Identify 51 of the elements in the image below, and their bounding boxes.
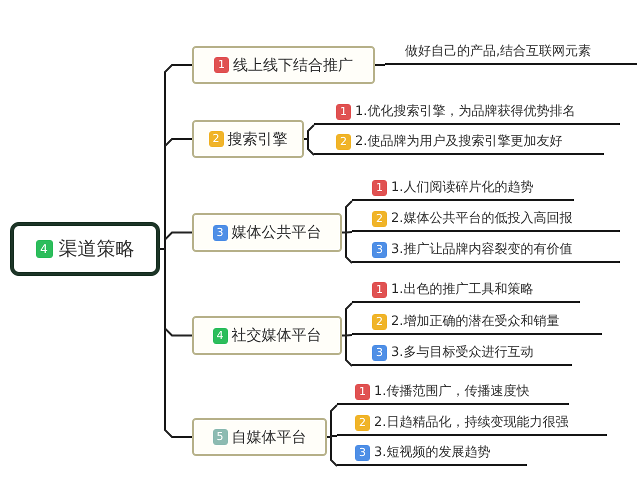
- topic-label: 渠道策略: [58, 237, 134, 262]
- number-badge: 3: [372, 345, 387, 361]
- topic-box: [192, 46, 375, 84]
- connector-line: [304, 124, 315, 140]
- topic-label: 3.多与目标受众进行互动: [391, 344, 534, 361]
- connector-line: [375, 64, 385, 66]
- topic-label: 2.日趋精品化，持续变现能力很强: [374, 414, 568, 431]
- number-badge: 4: [36, 240, 52, 258]
- topic-label: 3.推广让品牌内容裂变的有价值: [391, 241, 572, 258]
- topic-label: 1.出色的推广工具和策略: [391, 281, 534, 298]
- number-badge: 3: [355, 445, 370, 461]
- topic-label: 线上线下结合推广: [233, 56, 353, 74]
- topic-box: [192, 120, 304, 158]
- number-badge: 1: [355, 384, 370, 400]
- number-badge: 2: [372, 211, 387, 227]
- topic-label: 媒体公共平台: [232, 223, 322, 242]
- number-badge: 1: [336, 104, 351, 120]
- topic-label: 社交媒体平台: [232, 326, 322, 345]
- number-badge: 1: [214, 57, 229, 73]
- number-badge: 2: [336, 134, 351, 150]
- central-topic-box: [10, 222, 160, 276]
- number-badge: 1: [372, 180, 387, 196]
- number-badge: 5: [212, 429, 228, 445]
- topic-label: 做好自己的产品,结合互联网元素: [405, 43, 592, 60]
- topic-label: 2.使品牌为用户及搜索引擎更加友好: [355, 133, 562, 150]
- connector-line: [327, 404, 338, 438]
- number-badge: 3: [212, 224, 228, 240]
- number-badge: 3: [372, 242, 387, 258]
- connector-line: [327, 436, 338, 467]
- topic-label: 自媒体平台: [232, 428, 306, 446]
- number-badge: 1: [372, 282, 387, 298]
- topic-label: 1.优化搜索引擎，为品牌获得优势排名: [355, 103, 576, 120]
- topic-label: 1.人们阅读碎片化的趋势: [391, 179, 534, 196]
- connector-line: [342, 334, 353, 367]
- topic-box: [192, 418, 327, 456]
- topic-label: 3.短视频的发展趋势: [374, 444, 490, 461]
- connector-line: [160, 248, 192, 438]
- topic-label: 1.传播范围广，传播速度快: [374, 383, 530, 400]
- number-badge: 2: [372, 314, 387, 330]
- connector-line: [342, 302, 353, 336]
- topic-box: [192, 316, 342, 355]
- connector-line: [342, 200, 353, 234]
- topic-box: [192, 213, 342, 252]
- connector-line: [304, 138, 315, 156]
- number-badge: 2: [355, 415, 370, 431]
- connector-line: [342, 232, 353, 264]
- topic-label: 搜索引擎: [228, 130, 288, 148]
- topic-label: 2.增加正确的潜在受众和销量: [391, 313, 560, 330]
- number-badge: 4: [212, 328, 228, 344]
- topic-label: 2.媒体公共平台的低投入高回报: [391, 210, 572, 227]
- number-badge: 2: [208, 131, 224, 147]
